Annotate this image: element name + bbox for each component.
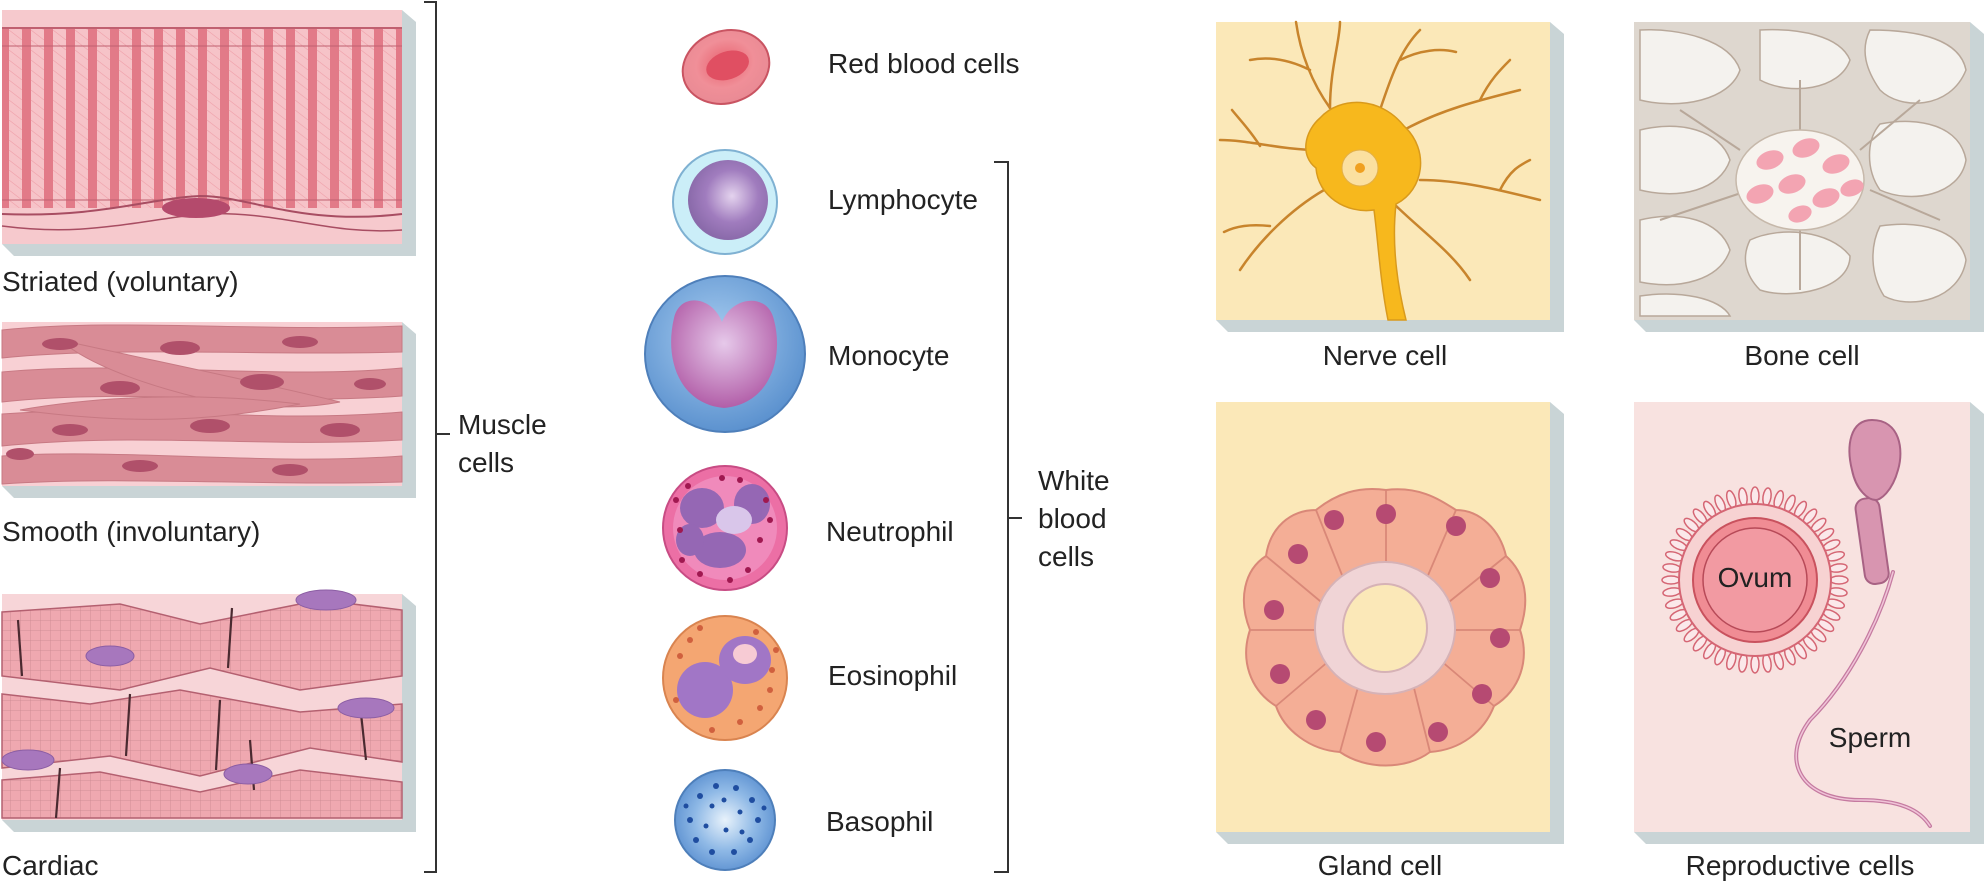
white-group-line2: blood (1038, 503, 1107, 534)
white-group-line3: cells (1038, 541, 1095, 572)
cardiac-label: Cardiac (2, 850, 99, 881)
nerve-cell-illustration (1216, 20, 1564, 332)
lymphocyte-illustration (672, 149, 778, 255)
muscle-group-line2: cells (458, 447, 515, 478)
reproductive-cells-label: Reproductive cells (1685, 850, 1915, 881)
ovum-corona-bump (1750, 654, 1760, 674)
muscle-group-line1: Muscle (458, 409, 547, 440)
ovum-label: Ovum (1717, 562, 1793, 593)
gland-cell-illustration (1216, 402, 1564, 844)
bone-cell-label: Bone cell (1744, 340, 1860, 371)
muscle-cells-group-label: Muscle cells (458, 406, 547, 482)
muscle-cells-bracket (424, 1, 450, 873)
red-blood-cells-label: Red blood cells (828, 48, 1020, 79)
striated-muscle-illustration (1, 10, 416, 256)
ovum-corona-bump (1829, 575, 1849, 585)
monocyte-illustration (644, 275, 806, 433)
lymphocyte-label: Lymphocyte (828, 184, 978, 215)
bone-cell-illustration (1634, 22, 1984, 332)
sperm-label: Sperm (1828, 722, 1912, 753)
white-blood-cells-group-label: White blood cells (1038, 462, 1110, 576)
basophil-label: Basophil (826, 806, 934, 837)
smooth-label: Smooth (involuntary) (2, 516, 261, 547)
gland-cell-label: Gland cell (1317, 850, 1443, 881)
red-blood-cell-illustration (681, 29, 771, 105)
eosinophil-label: Eosinophil (828, 660, 958, 691)
neutrophil-illustration (662, 465, 788, 591)
ovum-corona-bump (1750, 486, 1760, 506)
nerve-cell-label: Nerve cell (1322, 340, 1448, 371)
cardiac-muscle-illustration (1, 589, 416, 832)
reproductive-cells-illustration (1634, 402, 1984, 844)
neutrophil-label: Neutrophil (826, 516, 954, 547)
eosinophil-illustration (662, 615, 788, 741)
striated-label: Striated (voluntary) (2, 266, 239, 297)
smooth-muscle-illustration (1, 322, 416, 498)
white-blood-cells-bracket (994, 161, 1022, 873)
monocyte-label: Monocyte (828, 340, 950, 371)
white-group-line1: White (1038, 465, 1110, 496)
basophil-illustration (674, 769, 776, 871)
ovum-corona-bump (1661, 575, 1681, 585)
